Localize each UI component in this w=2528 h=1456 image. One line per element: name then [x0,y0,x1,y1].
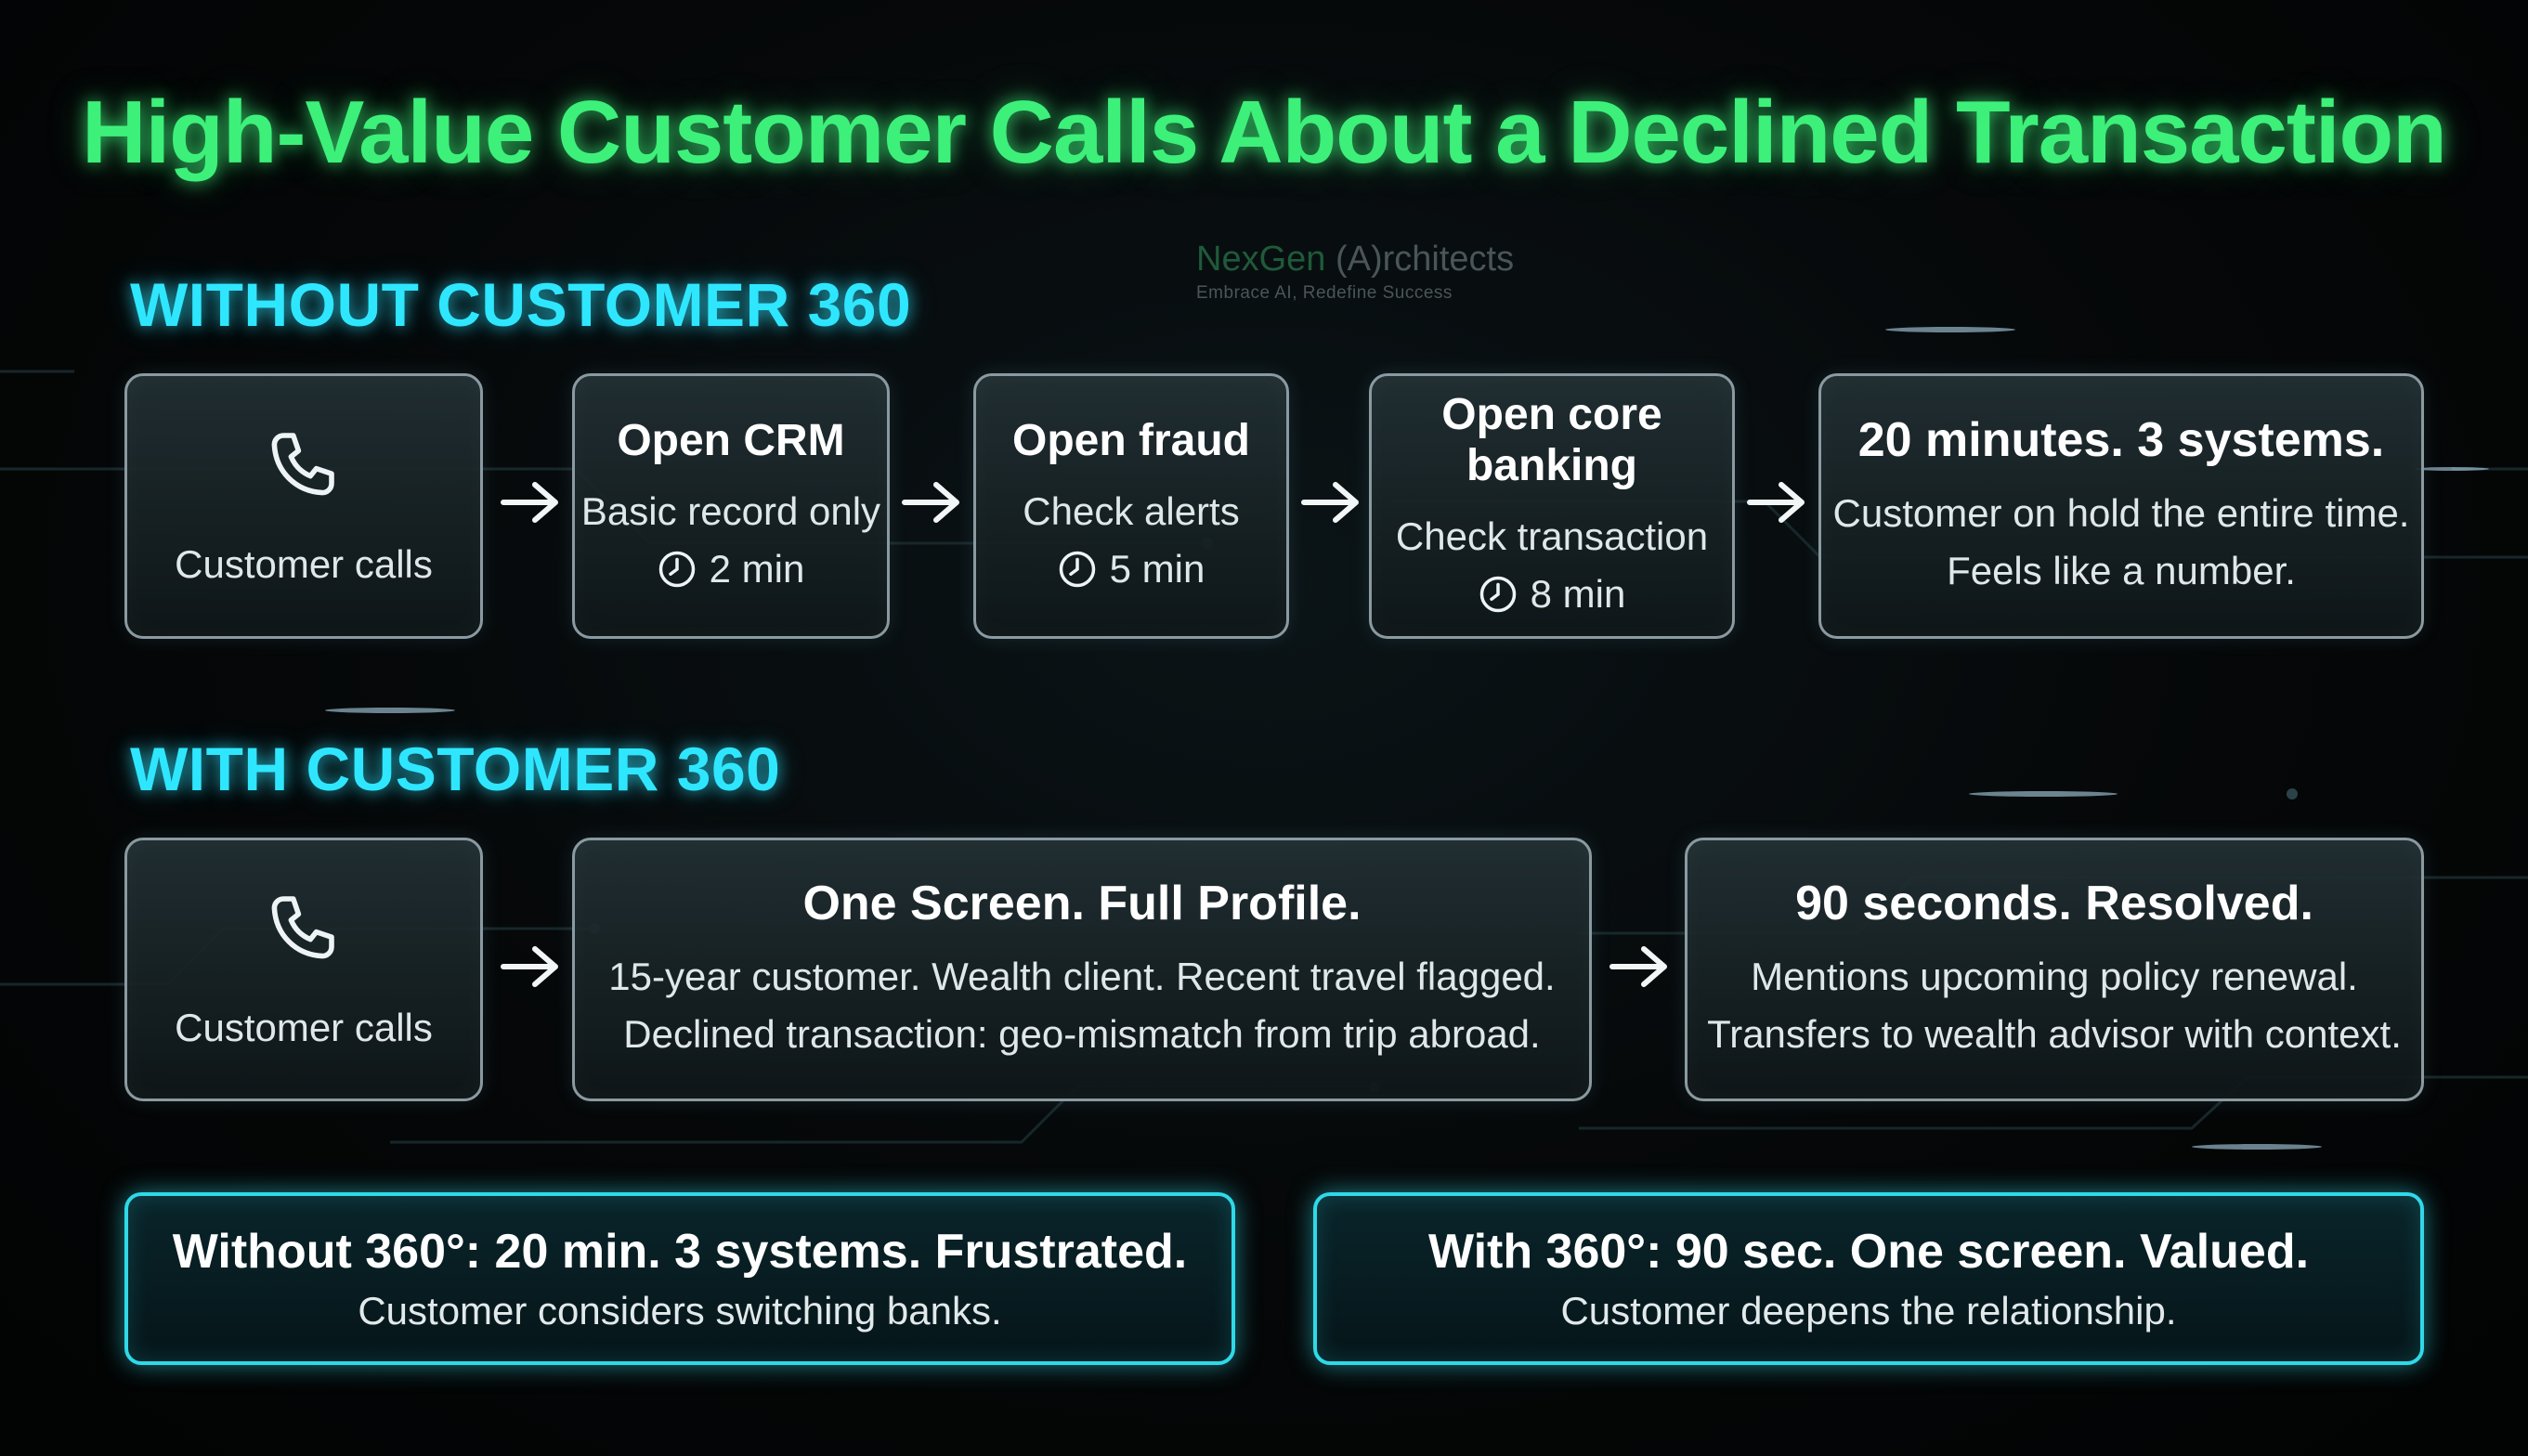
step-card-core-banking: Open core banking Check transaction 8 mi… [1369,373,1735,639]
profile-card: One Screen. Full Profile. 15-year custom… [572,838,1592,1101]
arrow-right-icon [501,482,558,523]
profile-title: One Screen. Full Profile. [802,877,1362,930]
step-title: Open CRM [617,415,845,465]
without-result-card: 20 minutes. 3 systems. Customer on hold … [1818,373,2424,639]
without-start-label: Customer calls [175,542,433,586]
summary-with-desc: Customer deepens the relationship. [1560,1289,2177,1332]
result-title: 90 seconds. Resolved. [1795,877,2313,930]
result-title: 20 minutes. 3 systems. [1857,413,2385,467]
step-time: 5 min [1058,540,1205,598]
arrow-right-icon [1301,482,1359,523]
phone-icon [271,433,334,496]
step-card-fraud: Open fraud Check alerts 5 min [973,373,1289,639]
result-line-2: Transfers to wealth advisor with context… [1707,1012,2402,1056]
phone-icon [271,896,334,959]
section-with-label: WITH CUSTOMER 360 [130,734,781,803]
step-title: Open fraud [1011,415,1250,465]
summary-without: Without 360°: 20 min. 3 systems. Frustra… [124,1192,1235,1365]
result-line-2: Feels like a number. [1947,549,2296,592]
step-time-value: 5 min [1109,546,1205,591]
watermark-tagline: Embrace AI, Redefine Success [1196,283,1453,303]
result-line-1: Customer on hold the entire time. [1832,491,2410,535]
step-time: 8 min [1479,566,1626,623]
profile-line-2: Declined transaction: geo-mismatch from … [623,1012,1541,1056]
watermark: NexGen (A)rchitects Embrace AI, Redefine… [1196,240,1514,304]
step-time-value: 8 min [1530,572,1626,616]
summary-with: With 360°: 90 sec. One screen. Valued. C… [1313,1192,2424,1365]
watermark-brand-left: NexGen [1196,240,1326,279]
clock-icon [658,551,695,587]
clock-icon [1059,551,1095,587]
without-start-card: Customer calls [124,373,483,639]
result-line-1: Mentions upcoming policy renewal. [1751,955,2358,998]
step-title: Open core banking [1441,390,1662,490]
watermark-brand-right: (A)rchitects [1335,240,1515,279]
with-result-card: 90 seconds. Resolved. Mentions upcoming … [1685,838,2424,1101]
watermark-brand: NexGen (A)rchitects [1196,240,1514,280]
summary-without-title: Without 360°: 20 min. 3 systems. Frustra… [172,1225,1188,1279]
arrow-right-icon [501,946,558,987]
summary-without-desc: Customer considers switching banks. [358,1289,1002,1332]
summary-with-title: With 360°: 90 sec. One screen. Valued. [1427,1225,2310,1279]
clock-icon [1479,576,1516,613]
step-desc: Check alerts [1023,488,1240,533]
step-time: 2 min [658,540,805,598]
section-without-label: WITHOUT CUSTOMER 360 [130,270,912,339]
profile-line-1: 15-year customer. Wealth client. Recent … [608,955,1556,998]
with-start-card: Customer calls [124,838,483,1101]
step-desc: Check transaction [1395,514,1709,558]
arrow-right-icon [1747,482,1805,523]
arrow-right-icon [902,482,959,523]
arrow-right-icon [1609,946,1667,987]
step-card-crm: Open CRM Basic record only 2 min [572,373,890,639]
step-desc: Basic record only [580,488,881,533]
with-start-label: Customer calls [175,1006,433,1049]
step-time-value: 2 min [709,546,805,591]
page-title: High-Value Customer Calls About a Declin… [82,83,2447,182]
